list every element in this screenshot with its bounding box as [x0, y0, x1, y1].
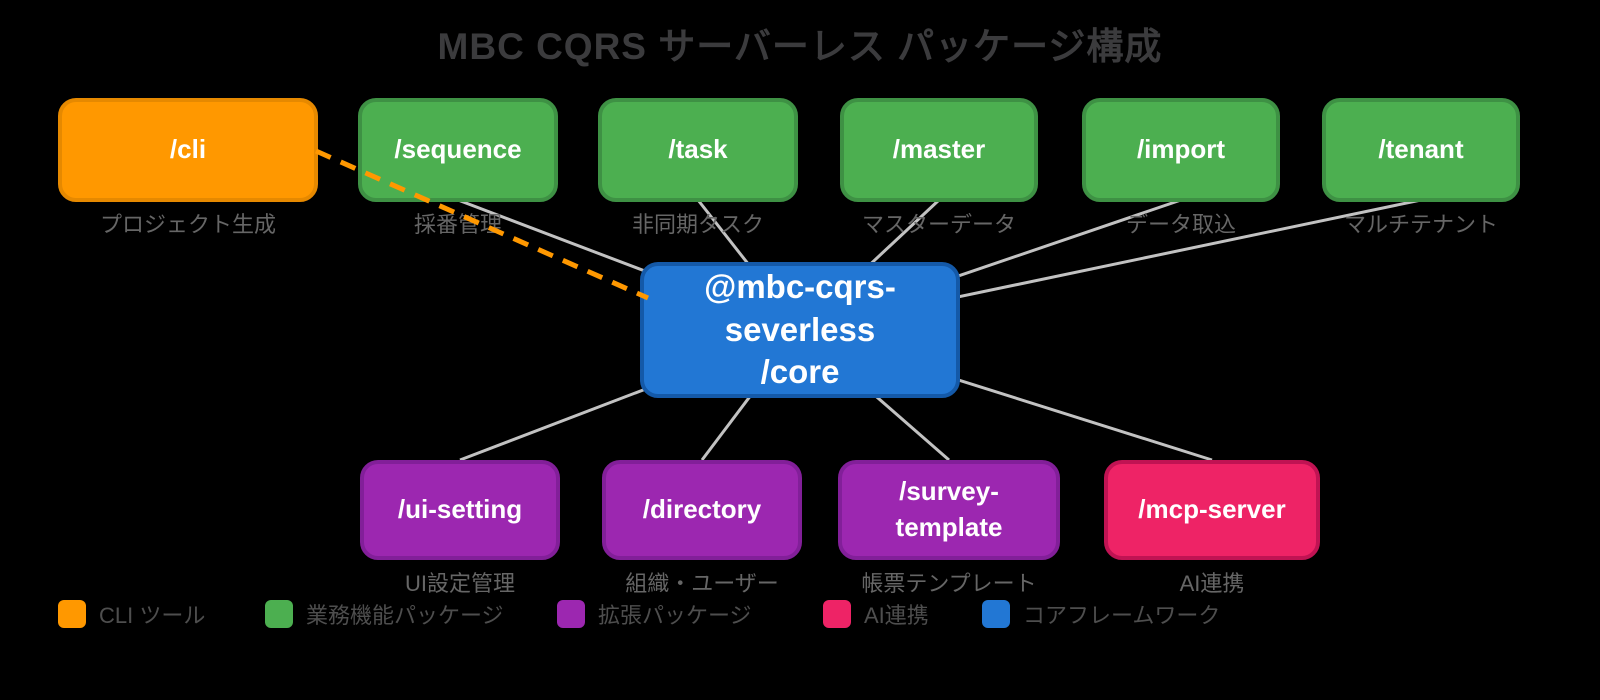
legend-label: AI連携 — [864, 603, 929, 628]
node-label: /sequence — [394, 134, 522, 165]
caption-mcp-server: AI連携 — [1179, 571, 1245, 596]
legend-item-core-framework: コアフレームワーク — [982, 599, 1220, 629]
node-label: /survey- template — [895, 476, 1003, 542]
caption-cli: プロジェクト生成 — [99, 212, 276, 237]
node-mcp-server: /mcp-server — [1104, 460, 1320, 560]
node-label: /tenant — [1378, 134, 1464, 165]
legend-swatch-green — [265, 600, 293, 628]
caption-tenant: マルチテナント — [1343, 212, 1498, 237]
legend-label: 拡張パッケージ — [598, 603, 752, 628]
node-task: /task — [598, 98, 798, 202]
node-label: /task — [668, 134, 728, 165]
node-ui-setting: /ui-setting — [360, 460, 560, 560]
node-sequence: /sequence — [358, 98, 558, 202]
caption-task: 非同期タスク — [631, 212, 764, 237]
legend-item-extension-packages: 拡張パッケージ — [557, 599, 752, 629]
caption-master: マスターデータ — [861, 212, 1016, 237]
node-label: /import — [1136, 134, 1226, 165]
node-survey-template: /survey- template — [838, 460, 1060, 560]
node-label: /directory — [642, 494, 762, 525]
node-label: /master — [892, 134, 986, 165]
legend-swatch-blue — [982, 600, 1010, 628]
caption-survey-template: 帳票テンプレート — [861, 571, 1037, 596]
node-tenant: /tenant — [1322, 98, 1520, 202]
node-label: /cli — [169, 134, 207, 165]
legend-label: コアフレームワーク — [1023, 603, 1221, 628]
caption-ui-setting: UI設定管理 — [404, 571, 515, 596]
node-core: @mbc-cqrs-severless /core — [640, 262, 960, 398]
legend-swatch-orange — [58, 600, 86, 628]
legend-swatch-pink — [823, 600, 851, 628]
legend-item-cli-tool: CLI ツール — [58, 599, 205, 629]
node-label: /ui-setting — [397, 494, 523, 525]
legend-label: CLI ツール — [99, 603, 206, 628]
node-import: /import — [1082, 98, 1280, 202]
caption-sequence: 採番管理 — [413, 212, 502, 237]
node-label: @mbc-cqrs-severless /core — [704, 267, 896, 391]
legend-label: 業務機能パッケージ — [306, 603, 504, 628]
node-directory: /directory — [602, 460, 802, 560]
legend-item-business-packages: 業務機能パッケージ — [265, 599, 504, 629]
node-master: /master — [840, 98, 1038, 202]
node-cli: /cli — [58, 98, 318, 202]
diagram-title: MBC CQRS サーバーレス パッケージ構成 — [437, 26, 1163, 67]
caption-directory: 組織・ユーザー — [625, 571, 779, 596]
legend-swatch-purple — [557, 600, 585, 628]
legend-item-ai-integration: AI連携 — [823, 599, 929, 629]
caption-import: データ取込 — [1125, 212, 1236, 237]
node-label: /mcp-server — [1138, 494, 1286, 525]
